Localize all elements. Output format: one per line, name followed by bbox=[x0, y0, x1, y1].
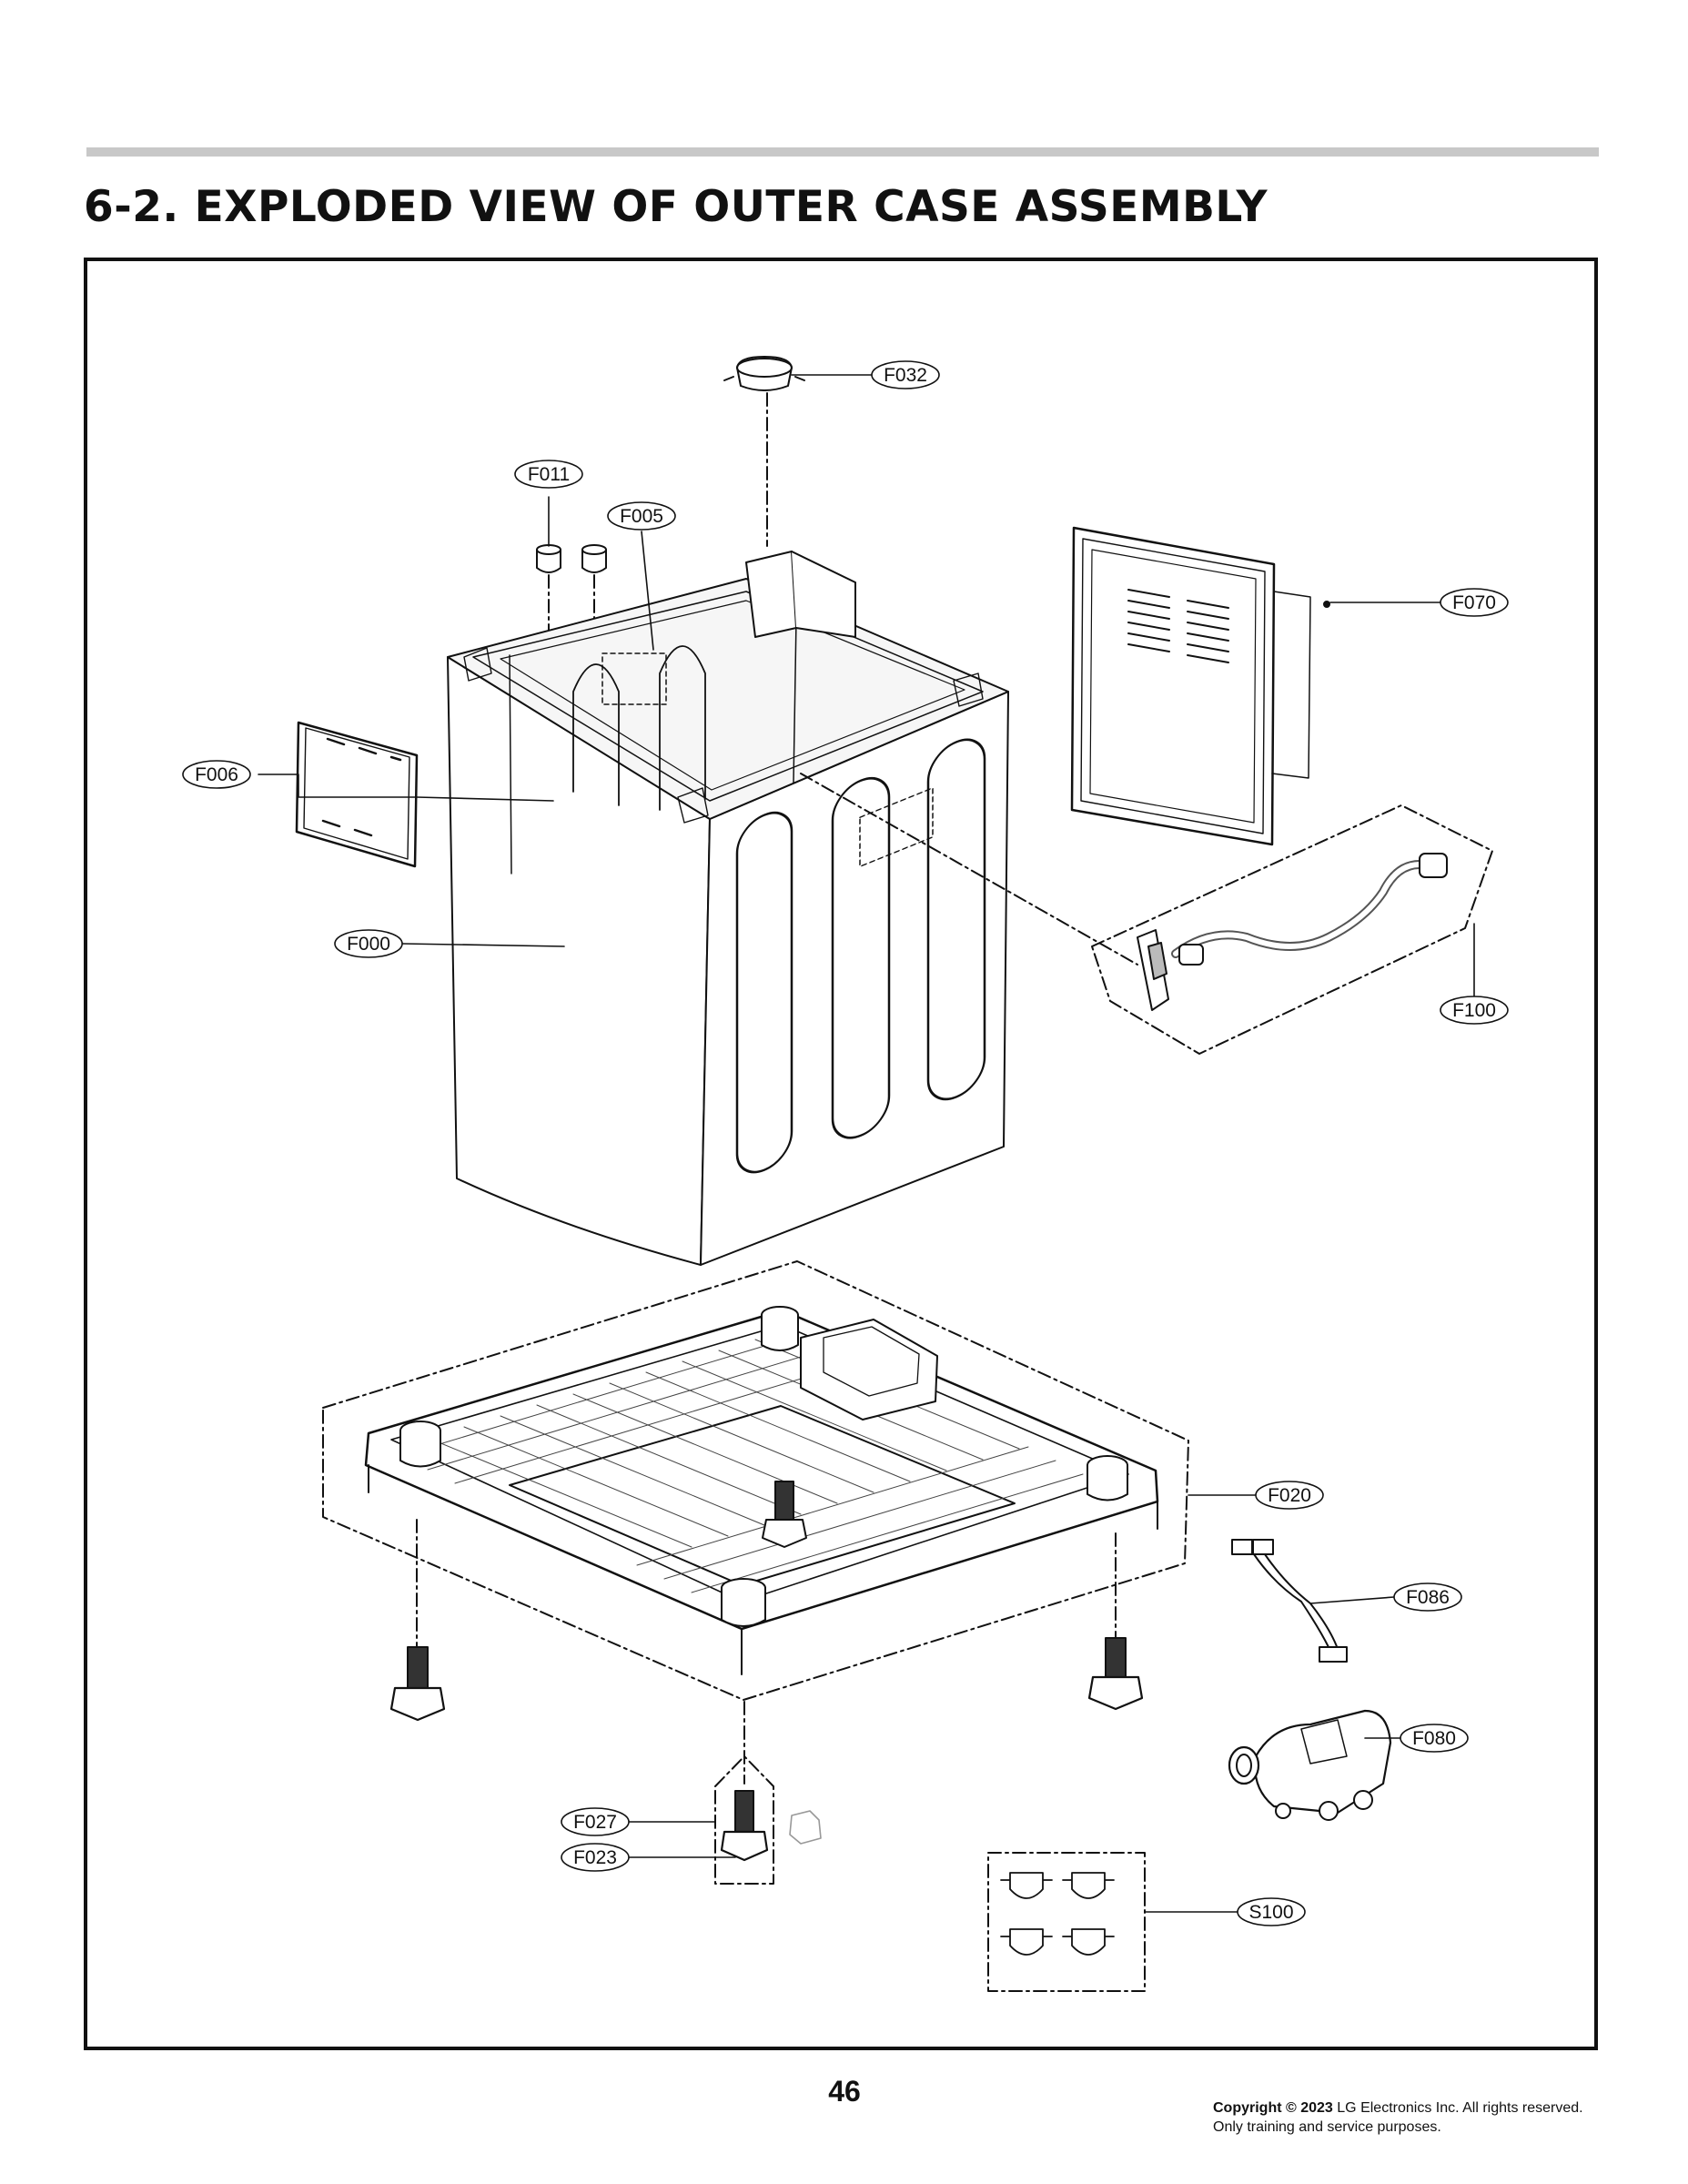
part-label-text: F086 bbox=[1406, 1587, 1450, 1608]
header-rule bbox=[86, 147, 1599, 157]
copyright-line-2: Only training and service purposes. bbox=[1213, 2119, 1441, 2135]
cover-part bbox=[1070, 526, 1330, 846]
leveling-foot-part bbox=[389, 1637, 1144, 1722]
part-label-text: F100 bbox=[1452, 1000, 1496, 1021]
part-label-text: F000 bbox=[347, 934, 390, 955]
diagram-frame bbox=[84, 258, 1598, 2050]
hose-assembly-part bbox=[1091, 804, 1493, 1055]
part-label-f032: F032 bbox=[871, 360, 940, 389]
copyright-line-1: Copyright © 2023 LG Electronics Inc. All… bbox=[1213, 2098, 1583, 2118]
wire-harness-part bbox=[1231, 1539, 1348, 1663]
part-label-f027: F027 bbox=[561, 1807, 630, 1836]
page-number: 46 bbox=[828, 2075, 861, 2108]
base-frame-part bbox=[322, 1260, 1189, 1701]
part-label-text: F032 bbox=[884, 365, 927, 386]
panel-part bbox=[295, 721, 419, 868]
drain-pump-part bbox=[1228, 1709, 1392, 1821]
part-label-text: F020 bbox=[1268, 1485, 1311, 1506]
part-label-f100: F100 bbox=[1440, 996, 1509, 1025]
copyright-lead: Copyright © bbox=[1213, 2100, 1297, 2116]
part-label-f020: F020 bbox=[1255, 1481, 1324, 1510]
copyright-notice: Copyright © 2023 LG Electronics Inc. All… bbox=[1213, 2098, 1583, 2137]
assembly-guide-line bbox=[800, 773, 1138, 966]
cabinet-part bbox=[447, 551, 1009, 1266]
part-label-f011: F011 bbox=[514, 460, 583, 489]
part-label-f086: F086 bbox=[1393, 1582, 1462, 1612]
copyright-owner: LG Electronics Inc. All rights reserved. bbox=[1337, 2100, 1583, 2116]
page-title: 6-2. EXPLODED VIEW OF OUTER CASE ASSEMBL… bbox=[84, 182, 1269, 232]
part-label-text: F011 bbox=[528, 464, 570, 485]
part-label-f070: F070 bbox=[1440, 588, 1509, 617]
foot-detail-part bbox=[714, 1755, 822, 1885]
clamp-set-part bbox=[987, 1852, 1146, 1992]
part-label-text: F080 bbox=[1412, 1728, 1456, 1749]
hose-clip-part bbox=[723, 356, 805, 391]
part-label-f000: F000 bbox=[334, 929, 403, 958]
part-label-f005: F005 bbox=[607, 501, 676, 531]
part-label-text: F023 bbox=[573, 1847, 617, 1868]
part-label-text: F006 bbox=[195, 764, 238, 785]
part-label-f006: F006 bbox=[182, 760, 251, 789]
part-label-s100: S100 bbox=[1237, 1897, 1306, 1926]
part-label-f023: F023 bbox=[561, 1843, 630, 1872]
part-label-text: F070 bbox=[1452, 592, 1496, 613]
part-label-f080: F080 bbox=[1400, 1724, 1469, 1753]
part-label-text: F027 bbox=[573, 1812, 617, 1833]
part-label-text: S100 bbox=[1248, 1902, 1293, 1923]
part-label-text: F005 bbox=[620, 506, 663, 527]
copyright-year: 2023 bbox=[1300, 2100, 1333, 2116]
leader-lines bbox=[258, 374, 1475, 1913]
